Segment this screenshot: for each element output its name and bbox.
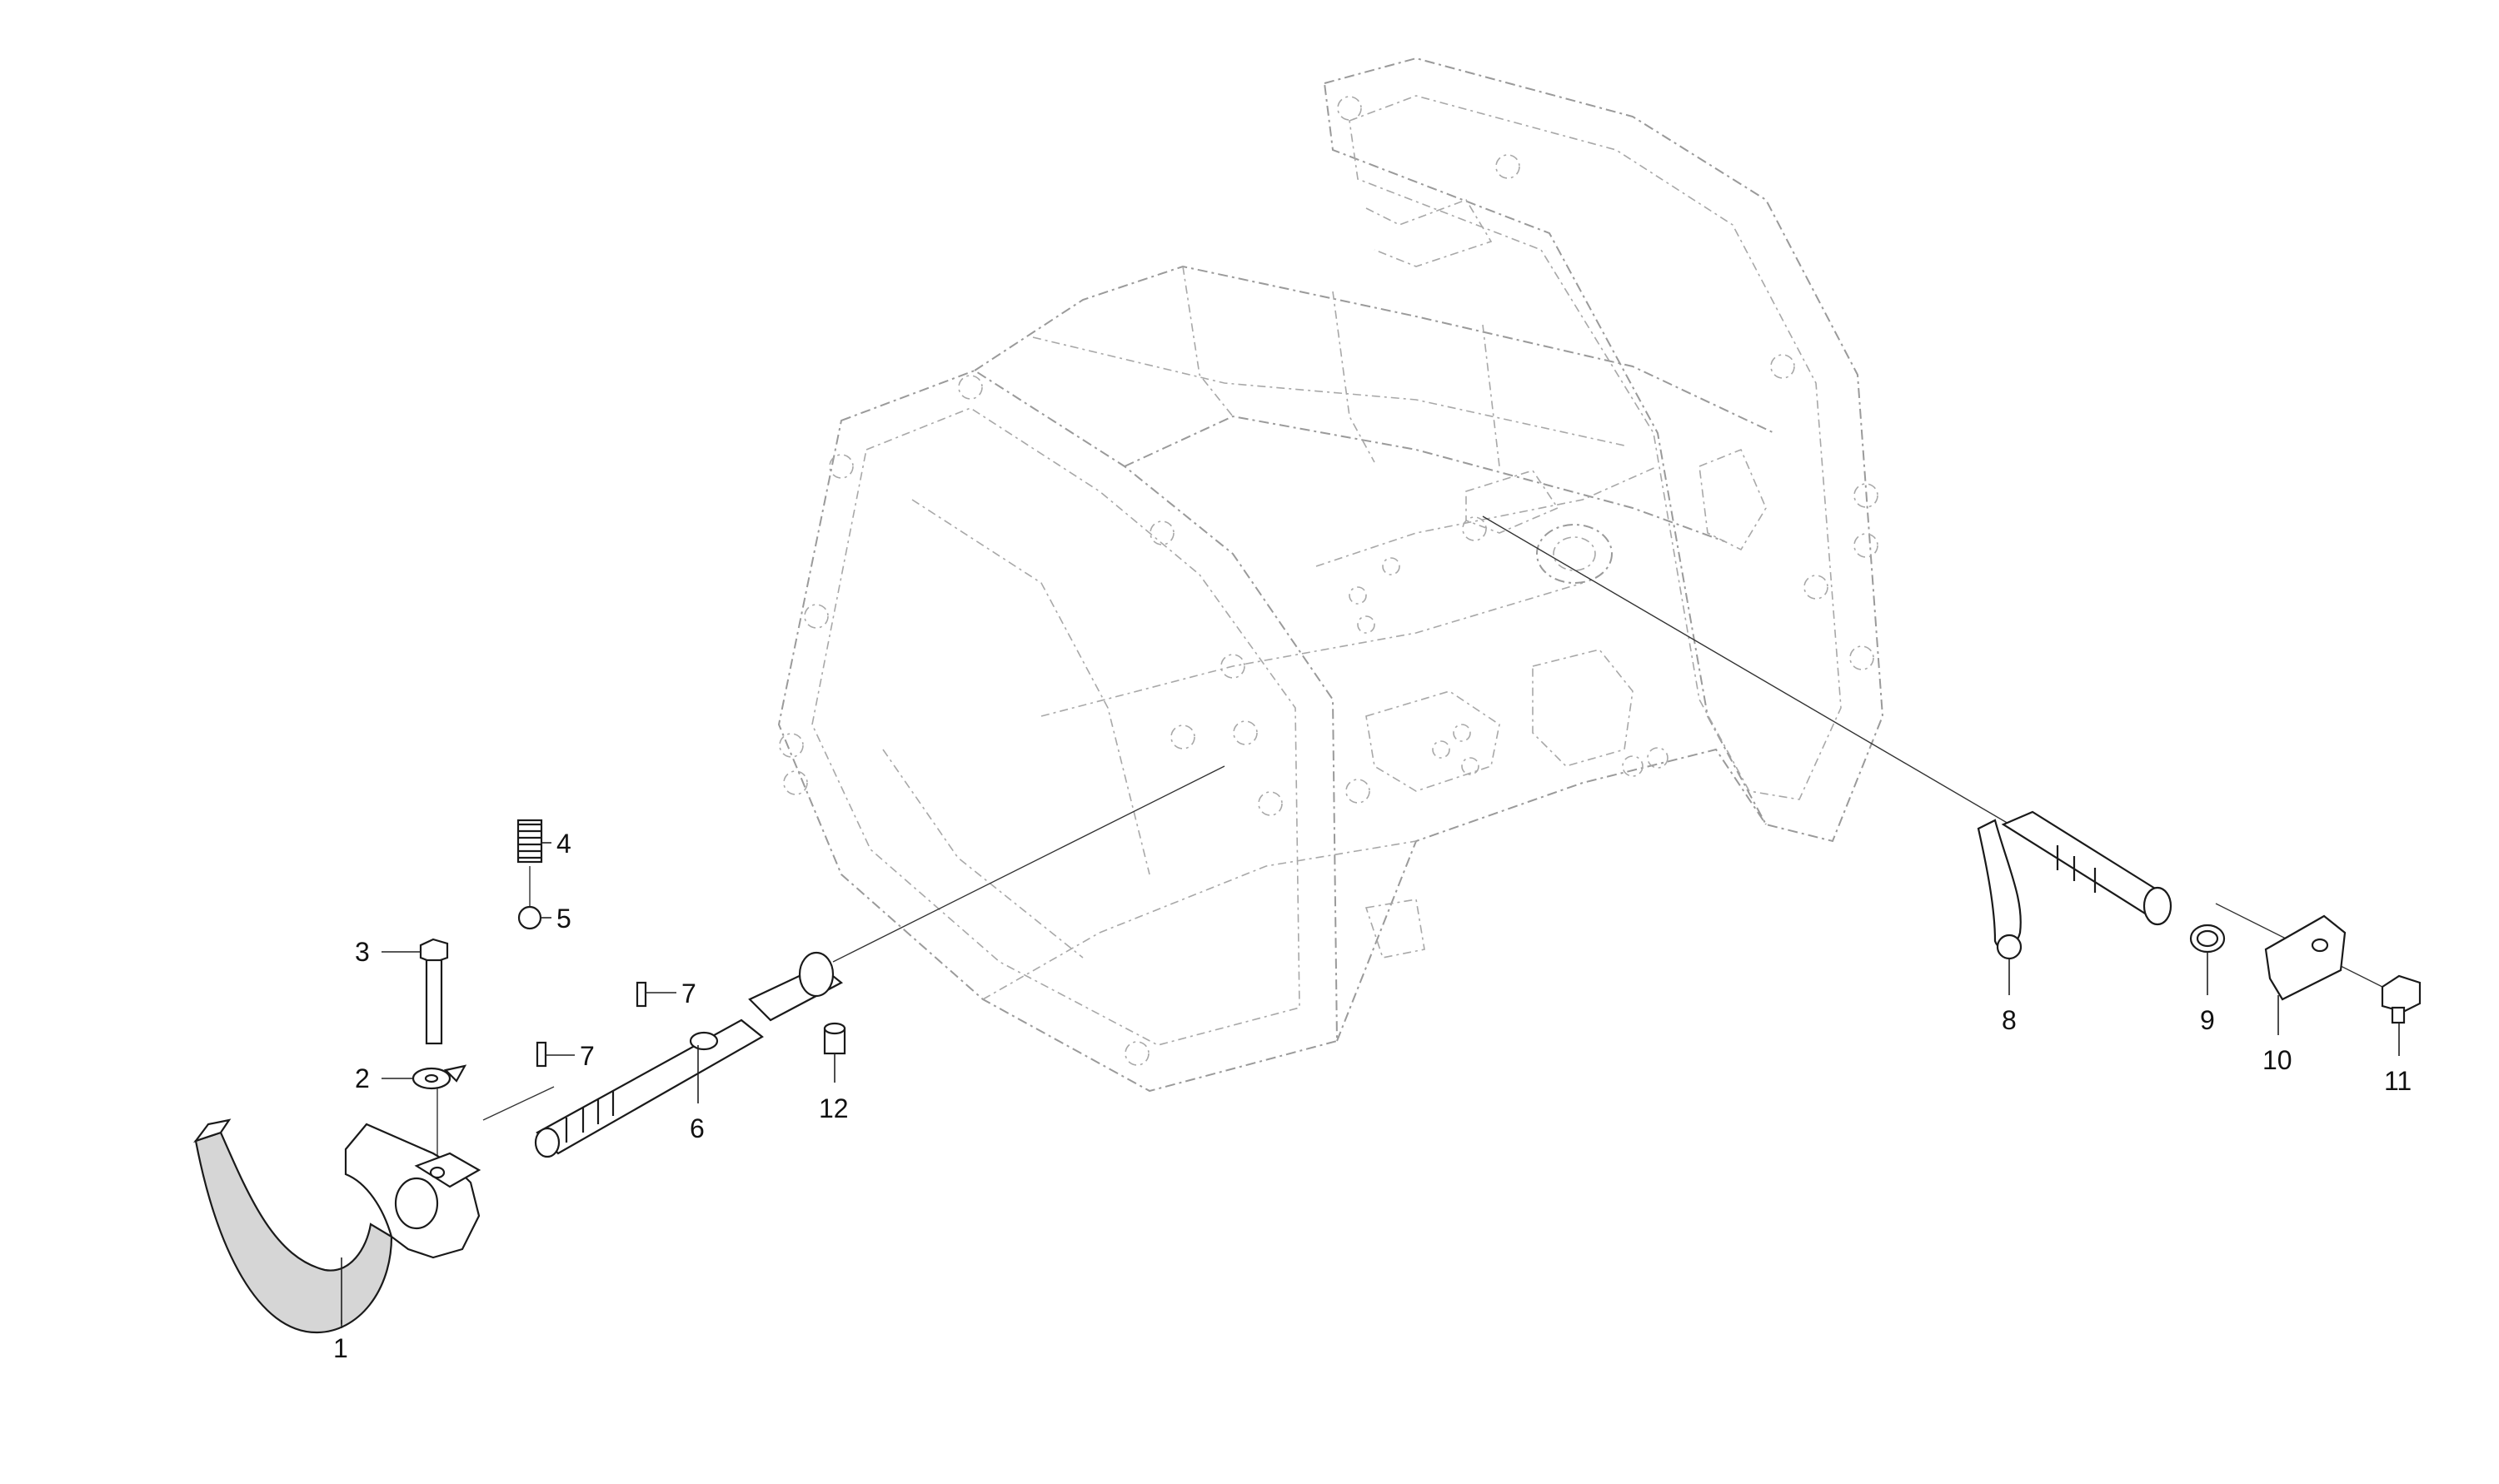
o-ring — [2189, 924, 2226, 954]
detent-ball — [517, 905, 542, 930]
hex-bolt — [419, 938, 449, 1045]
callout-8: 8 — [2002, 1005, 2017, 1035]
callout-7-upper: 7 — [681, 979, 696, 1008]
dowel-pin — [823, 1022, 846, 1055]
callout-5: 5 — [556, 904, 571, 934]
transmission-housing-phantom — [777, 57, 1884, 1093]
roll-pin-upper — [636, 981, 647, 1008]
callout-6: 6 — [690, 1113, 705, 1143]
lock-washer — [412, 1064, 467, 1090]
callout-1: 1 — [333, 1333, 348, 1363]
callout-11: 11 — [2384, 1066, 2412, 1096]
callout-10: 10 — [2262, 1045, 2292, 1075]
shift-lever-shaft — [1977, 810, 2172, 960]
callout-4: 4 — [556, 829, 571, 859]
shift-rail — [534, 951, 843, 1158]
shift-fork — [193, 1118, 481, 1334]
retaining-plate — [2264, 914, 2347, 1001]
callout-3: 3 — [355, 937, 370, 967]
callout-7-lower: 7 — [580, 1041, 595, 1071]
detent-spring — [516, 819, 543, 864]
callout-labels: 1 2 3 4 5 6 7 7 8 9 10 11 12 — [333, 829, 2412, 1363]
assembly-axis-lines — [436, 515, 2400, 1174]
flange-bolt — [2381, 974, 2422, 1024]
callout-9: 9 — [2200, 1005, 2215, 1035]
callout-12: 12 — [819, 1093, 849, 1123]
leader-lines — [341, 842, 2400, 1328]
roll-pin-lower — [536, 1041, 547, 1068]
callout-2: 2 — [355, 1063, 370, 1093]
